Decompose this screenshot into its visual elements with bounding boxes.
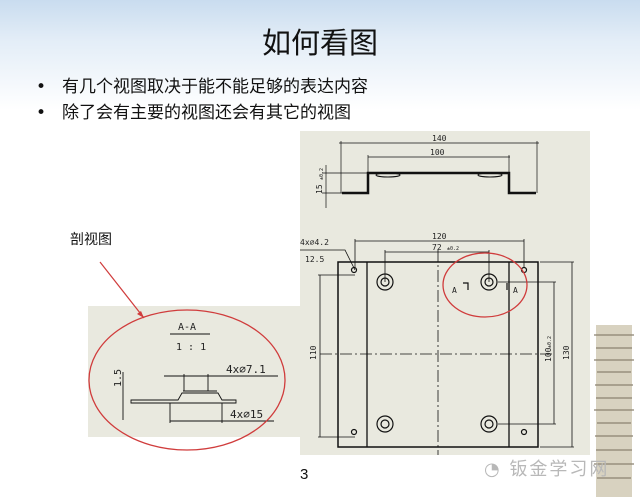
dim-120: 120: [432, 232, 447, 241]
hole-note: 4x⌀4.2: [300, 238, 329, 247]
detail-highlight-circle: [442, 252, 528, 318]
dim-15: 15: [315, 184, 324, 194]
dim-110: 110: [309, 345, 318, 360]
page-number: 3: [300, 466, 309, 483]
drawing-panel: [88, 131, 590, 455]
svg-text:±0.2: ±0.2: [447, 246, 459, 252]
callout-label: 剖视图: [70, 232, 112, 248]
section-scale: 1 : 1: [176, 342, 206, 353]
bullet-list: •有几个视图取决于能不能足够的表达内容 •除了会有主要的视图还会有其它的视图: [36, 74, 368, 126]
hole-small-note: 4x⌀7.1: [226, 363, 266, 376]
slide-title: 如何看图: [261, 26, 378, 60]
svg-text:±0.2: ±0.2: [319, 168, 325, 180]
dim-130: 130: [562, 345, 571, 360]
top-view: [300, 239, 574, 455]
dim-100: 100: [430, 148, 445, 157]
front-view: [322, 141, 539, 208]
section-mark-left: A: [452, 286, 457, 295]
callout-arrow: [99, 261, 145, 319]
bullet-item: •有几个视图取决于能不能足够的表达内容: [36, 77, 368, 97]
svg-text:±0.2: ±0.2: [547, 336, 553, 348]
thickness-dim: 1.5: [113, 369, 124, 387]
dim-100-vertical: 100: [544, 347, 553, 362]
section-highlight-circle: [88, 309, 286, 451]
section-view: [122, 333, 278, 423]
wechat-icon: ◔: [484, 459, 510, 480]
book-stack-image: [594, 325, 634, 497]
section-title: A-A: [178, 322, 196, 333]
bullet-item: •除了会有主要的视图还会有其它的视图: [36, 103, 351, 123]
section-mark-right: A: [513, 286, 518, 295]
hole-large-note: 4x⌀15: [230, 408, 263, 421]
dim-140: 140: [432, 134, 447, 143]
dim-72: 72: [432, 243, 442, 252]
watermark: ◔ 钣金学习网: [484, 459, 610, 480]
roughness: 12.5: [305, 255, 324, 264]
